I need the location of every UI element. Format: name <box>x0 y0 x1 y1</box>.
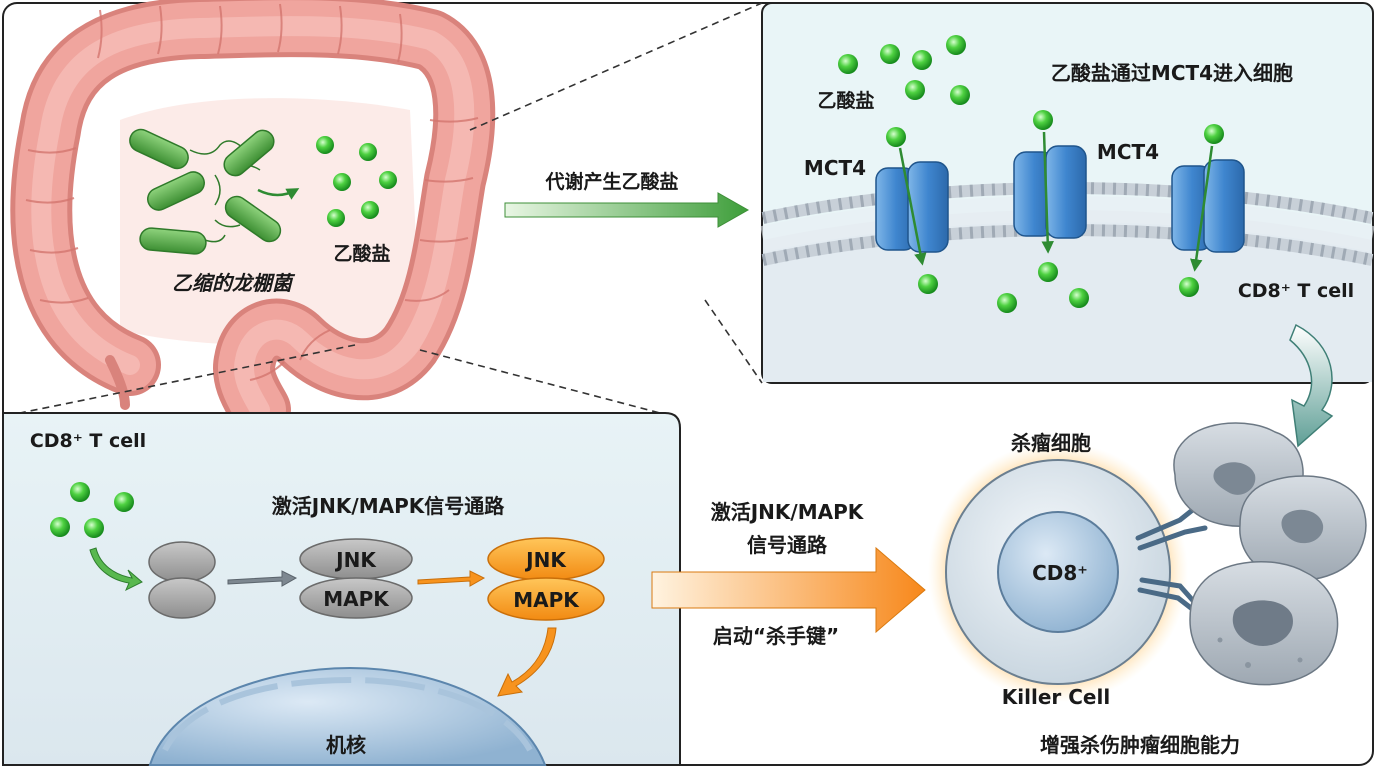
mapk-inactive-label: MAPK <box>323 587 390 611</box>
zoom-lines <box>19 2 763 414</box>
jnk-to-nucleus-arrow <box>497 627 557 697</box>
activation-arrow-line2: 信号通路 <box>747 533 828 557</box>
mct4-transporter-center <box>1013 145 1087 239</box>
receptor-to-jnk-arrow <box>227 570 298 587</box>
jnk-mapk-active <box>487 537 605 621</box>
pathway-acetate-dots <box>50 482 134 538</box>
killer-cell-label: Killer Cell <box>1002 685 1110 709</box>
membrane-panel-title: 乙酸盐通过MCT4进入细胞 <box>1051 61 1293 85</box>
mct4-transporter-left <box>875 161 949 253</box>
metabolism-arrow-label: 代谢产生乙酸盐 <box>544 170 678 193</box>
pathway-cell-label: CD8⁺ T cell <box>30 430 146 452</box>
mct4-transporter-right <box>1171 159 1245 253</box>
tumor-cells <box>1173 422 1367 686</box>
membrane-acetate-label: 乙酸盐 <box>817 89 874 112</box>
bacterium <box>223 129 275 177</box>
jnk-inactive-label: JNK <box>334 548 377 572</box>
bacterium <box>147 171 205 211</box>
mct4-label-right: MCT4 <box>1097 140 1159 164</box>
jnk-active-label: JNK <box>524 548 567 572</box>
receptor-gray <box>148 541 216 619</box>
activation-arrow <box>651 546 926 634</box>
colon-acetate-label: 乙酸盐 <box>333 242 390 265</box>
membrane-cell-label: CD8⁺ T cell <box>1238 280 1354 302</box>
killer-top-label: 杀瘤细胞 <box>1011 431 1091 455</box>
bacteria-label: 乙缩的龙棚菌 <box>172 271 296 295</box>
killer-cell-core <box>997 511 1119 633</box>
activation-arrow-bottom: 启动“杀手键” <box>713 624 839 648</box>
killer-core-label: CD8⁺ <box>1032 561 1088 585</box>
metabolism-arrow <box>504 192 750 228</box>
pathway-panel-title: 激活JNK/MAPK信号通路 <box>272 494 506 518</box>
nucleus <box>148 666 547 766</box>
mapk-active <box>487 577 605 621</box>
membrane-to-killer-arrow <box>1289 323 1334 448</box>
bacterium <box>139 227 207 255</box>
jnk-activation-arrow <box>417 570 486 587</box>
mapk-inactive <box>299 577 413 619</box>
membrane-acetate-dots <box>838 35 1224 313</box>
jnk-mapk-inactive <box>299 538 413 619</box>
acetate-to-receptor-arrow <box>89 547 143 592</box>
colon-acetate-dots <box>316 136 397 227</box>
activation-arrow-line1: 激活JNK/MAPK <box>711 500 865 524</box>
mapk-active-label: MAPK <box>513 588 580 612</box>
bacterium <box>224 195 282 243</box>
mct4-transport-arrows <box>898 131 1214 272</box>
nucleus-label: 机核 <box>326 733 366 757</box>
bacteria-to-acetate-arrow <box>257 188 300 200</box>
killer-bottom-label: 增强杀伤肿瘤细胞能力 <box>1040 733 1240 757</box>
mct4-label-left: MCT4 <box>804 156 866 180</box>
killer-cell <box>928 442 1188 702</box>
bacterium <box>129 128 189 170</box>
bacteria-cluster <box>129 128 300 255</box>
